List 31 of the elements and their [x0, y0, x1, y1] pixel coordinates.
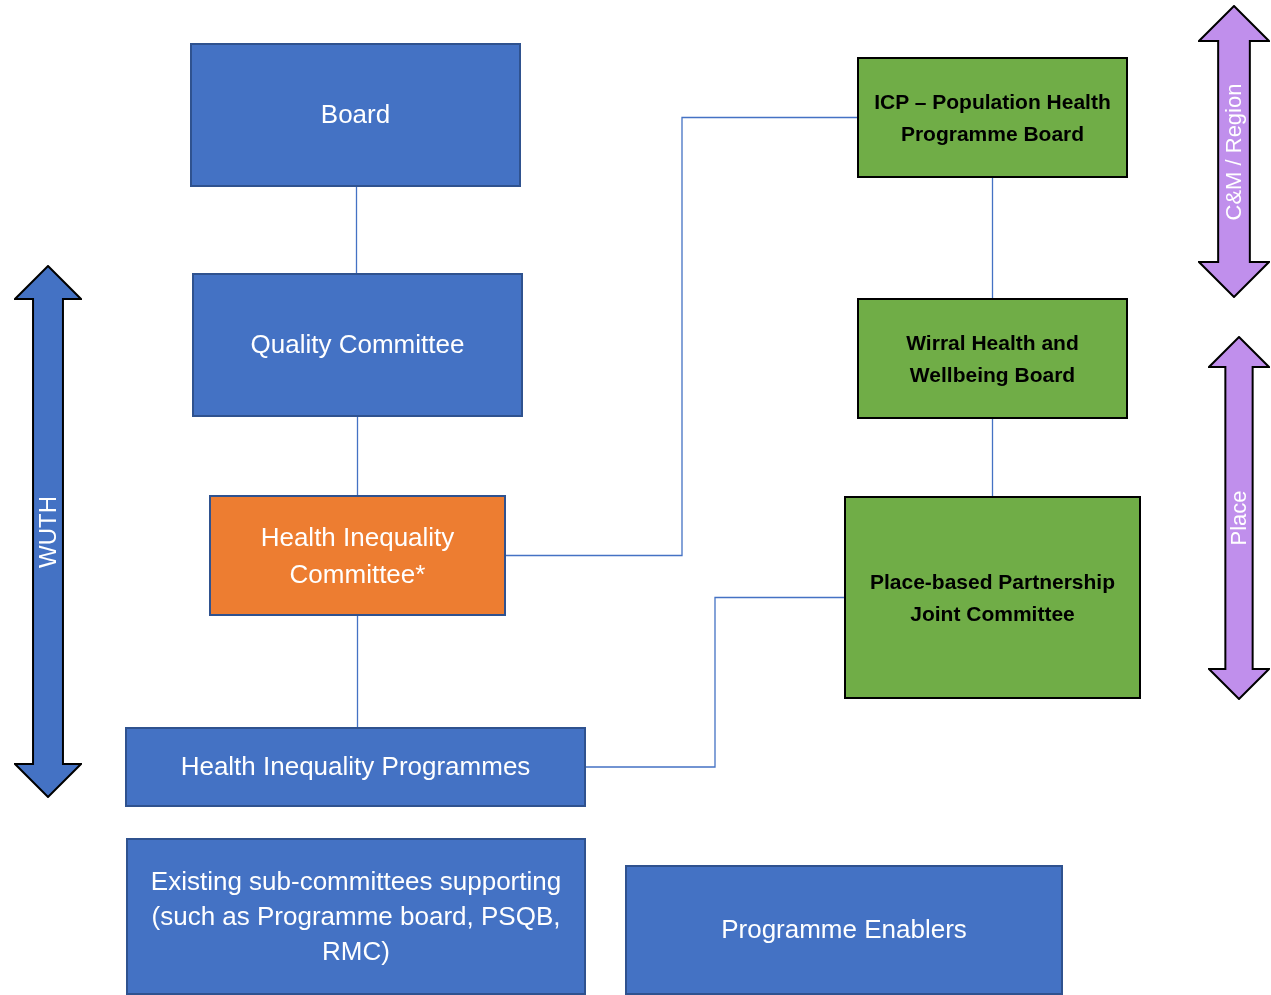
connector-line	[356, 416, 359, 496]
box-label: Quality Committee	[249, 328, 466, 362]
connector-line	[356, 615, 359, 728]
process-box	[125, 727, 586, 807]
connector-line	[585, 596, 845, 768]
box-label: Existing sub-committees supporting (such as Programme board, PSQB, RMC)	[149, 864, 563, 969]
box-label: Health Inequality Programmes	[179, 750, 532, 784]
process-box	[844, 496, 1141, 699]
box-label: ICP – Population Health Programme Board	[873, 89, 1112, 147]
box-label: Wirral Health and Wellbeing Board	[905, 330, 1080, 388]
process-box	[857, 57, 1128, 178]
double-arrow-band	[1208, 336, 1270, 700]
process-box	[625, 865, 1063, 995]
connector-line	[991, 418, 994, 497]
process-box	[126, 838, 586, 995]
box-label: Health Inequality Committee*	[259, 521, 456, 591]
process-box	[190, 43, 521, 187]
double-arrow-band	[1198, 5, 1270, 298]
band-label: C&M / Region	[1221, 83, 1247, 220]
process-box	[857, 298, 1128, 419]
connector-line	[991, 177, 994, 299]
box-label: Programme Enablers	[720, 913, 968, 947]
box-label: Place-based Partnership Joint Committee	[868, 569, 1117, 627]
process-box	[192, 273, 523, 417]
band-label: WUTH	[34, 495, 62, 568]
box-label: Board	[319, 98, 392, 132]
band-label: Place	[1226, 490, 1252, 546]
connector-line	[505, 116, 858, 557]
double-arrow-band	[14, 265, 82, 798]
connector-line	[355, 186, 358, 274]
process-box	[209, 495, 506, 616]
